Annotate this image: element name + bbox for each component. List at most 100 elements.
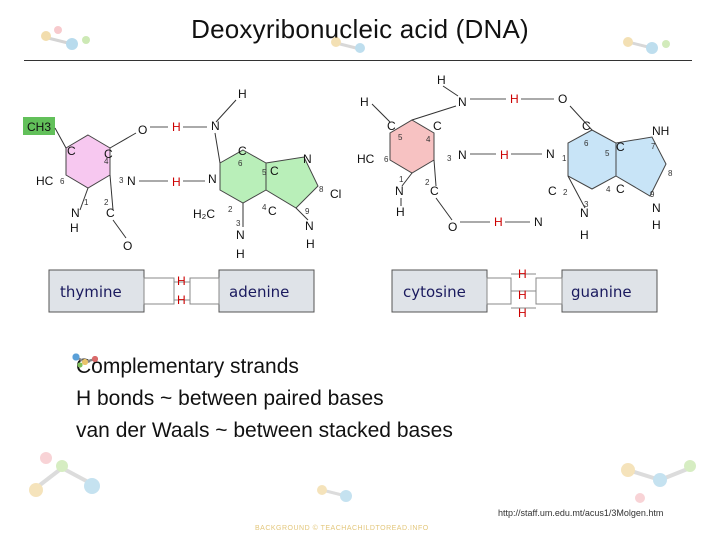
- title-divider: [24, 60, 692, 61]
- molecule-icon-bottom-left: [29, 452, 100, 497]
- svg-text:N: N: [236, 228, 245, 242]
- svg-text:N: N: [458, 95, 467, 109]
- bullet-item: Complementary strands: [70, 351, 453, 383]
- svg-text:N: N: [211, 119, 220, 133]
- svg-text:1: 1: [399, 175, 404, 184]
- svg-text:5: 5: [605, 149, 610, 158]
- svg-text:H: H: [396, 205, 405, 219]
- svg-text:9: 9: [650, 190, 655, 199]
- molecule-icon-top-center: [331, 37, 365, 53]
- thymine-adenine-atoms: CH3 O H N H C C HC N H N N C O H C C N C…: [23, 87, 341, 261]
- page-title: Deoxyribonucleic acid (DNA): [191, 14, 529, 44]
- ta-hbond-2: H: [177, 293, 186, 307]
- cg-hbond-1: H: [518, 267, 527, 281]
- svg-text:O: O: [448, 220, 457, 234]
- svg-text:N: N: [127, 174, 136, 188]
- svg-text:N: N: [208, 172, 217, 186]
- bullet-item: H bonds ~ between paired bases: [70, 353, 453, 415]
- svg-text:N: N: [305, 219, 314, 233]
- svg-text:O: O: [123, 239, 132, 253]
- molecule-icon-top-right: [623, 37, 670, 54]
- svg-text:C: C: [238, 144, 247, 158]
- guanine-five-ring: [615, 136, 667, 197]
- svg-text:Cl: Cl: [330, 187, 341, 201]
- svg-text:C: C: [433, 119, 442, 133]
- ch3-highlight: [23, 117, 55, 135]
- svg-text:H: H: [172, 175, 181, 189]
- svg-text:H: H: [236, 247, 245, 261]
- guanine-label: guanine: [571, 283, 632, 301]
- svg-text:HC: HC: [36, 174, 54, 188]
- svg-text:C: C: [548, 184, 557, 198]
- cytosine-ring-numbers: 5 4 6 3 1 2 6 1 5 7 8 9 2 3 4: [384, 133, 673, 209]
- bullet-text: van der Waals ~ between stacked bases: [76, 419, 453, 442]
- cg-hbond-2: H: [518, 288, 527, 302]
- cytosine-guanine-key: cytosine guanine H H H: [391, 267, 658, 320]
- adenine-label: adenine: [229, 283, 289, 301]
- svg-text:C: C: [270, 164, 279, 178]
- svg-text:1: 1: [562, 154, 567, 163]
- svg-text:H: H: [510, 92, 519, 106]
- thymine-ring-numbers: 6 4 3 2 1 6 2 3 4 5 9 8: [60, 157, 324, 228]
- cg-hbond-3: H: [518, 306, 527, 320]
- svg-text:H: H: [172, 120, 181, 134]
- thymine-adenine-bonds: [54, 99, 309, 239]
- svg-text:C: C: [387, 119, 396, 133]
- cytosine-guanine-atoms: H H N H O C C C NH HC N H N C N C C C H …: [357, 73, 669, 242]
- svg-text:9: 9: [305, 207, 310, 216]
- bullet-list: Complementary strands H bonds ~ between …: [70, 351, 453, 447]
- svg-text:6: 6: [60, 177, 65, 186]
- svg-text:N: N: [71, 206, 80, 220]
- svg-text:C: C: [582, 119, 591, 133]
- svg-text:C: C: [106, 206, 115, 220]
- svg-text:H: H: [580, 228, 589, 242]
- svg-text:6: 6: [384, 155, 389, 164]
- svg-text:N: N: [395, 184, 404, 198]
- guanine-six-ring: [567, 129, 617, 190]
- svg-text:C: C: [67, 144, 76, 158]
- svg-text:8: 8: [319, 185, 324, 194]
- bullet-item: van der Waals ~ between stacked bases: [70, 353, 453, 447]
- svg-text:2: 2: [228, 205, 233, 214]
- svg-text:1: 1: [84, 198, 89, 207]
- svg-text:O: O: [558, 92, 567, 106]
- molecule-icon-bottom-center: [317, 485, 352, 502]
- svg-text:C: C: [430, 184, 439, 198]
- svg-text:C: C: [268, 204, 277, 218]
- svg-text:H₂C: H₂C: [193, 207, 215, 221]
- molecule-bullet-icon: [72, 353, 98, 368]
- svg-text:6: 6: [584, 139, 589, 148]
- svg-text:3: 3: [584, 200, 589, 209]
- svg-text:6: 6: [238, 159, 243, 168]
- svg-text:3: 3: [447, 154, 452, 163]
- svg-text:4: 4: [606, 185, 611, 194]
- svg-text:5: 5: [398, 133, 403, 142]
- cytosine-guanine-bonds: [371, 85, 593, 221]
- svg-text:NH: NH: [652, 124, 669, 138]
- svg-text:H: H: [70, 221, 79, 235]
- svg-text:2: 2: [563, 188, 568, 197]
- svg-text:N: N: [303, 152, 312, 166]
- svg-text:H: H: [360, 95, 369, 109]
- svg-text:3: 3: [236, 219, 241, 228]
- svg-text:2: 2: [104, 198, 109, 207]
- source-link[interactable]: http://staff.um.edu.mt/acus1/3Molgen.htm: [498, 508, 664, 518]
- svg-text:N: N: [652, 201, 661, 215]
- svg-text:H: H: [238, 87, 247, 101]
- molecule-icon-bottom-right: [621, 460, 696, 503]
- svg-text:C: C: [616, 182, 625, 196]
- svg-text:7: 7: [651, 142, 656, 151]
- svg-text:N: N: [546, 147, 555, 161]
- svg-text:N: N: [580, 206, 589, 220]
- bullet-text: H bonds ~ between paired bases: [76, 387, 384, 410]
- thymine-label: thymine: [60, 283, 122, 301]
- cytosine-guanine-hbond-lines: [460, 98, 554, 223]
- bullet-text: Complementary strands: [76, 355, 299, 378]
- cytosine-ring: [389, 119, 435, 174]
- svg-text:C: C: [104, 147, 113, 161]
- svg-text:H: H: [652, 218, 661, 232]
- svg-text:3: 3: [119, 176, 124, 185]
- cytosine-label: cytosine: [403, 283, 466, 301]
- svg-text:5: 5: [262, 168, 267, 177]
